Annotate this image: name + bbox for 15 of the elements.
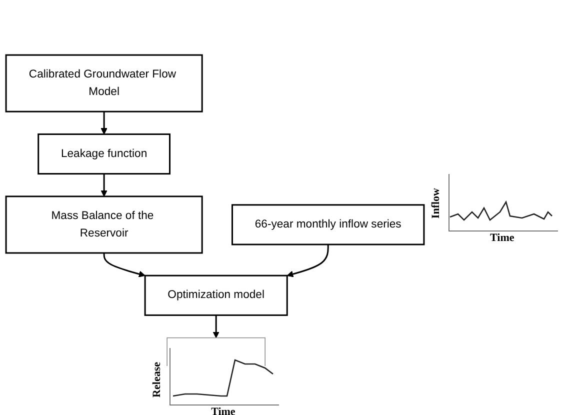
axis-title: Time xyxy=(211,406,236,415)
node-box: Mass Balance of the Reservoir xyxy=(5,195,203,254)
arrow xyxy=(103,252,146,278)
axis-title: Time xyxy=(490,232,514,244)
arrow xyxy=(212,314,220,338)
arrow xyxy=(100,174,108,196)
node-box: Optimization model xyxy=(144,274,288,316)
node-box: Calibrated Groundwater Flow Model xyxy=(5,54,203,112)
node-box: 66-year monthly inflow series xyxy=(232,204,425,245)
axis-title: Inflow xyxy=(430,188,442,218)
node-box: Leakage function xyxy=(38,133,171,174)
arrow xyxy=(100,111,108,134)
axis-title: Release xyxy=(151,362,164,397)
arrow xyxy=(286,244,329,278)
node-picture xyxy=(166,337,266,366)
